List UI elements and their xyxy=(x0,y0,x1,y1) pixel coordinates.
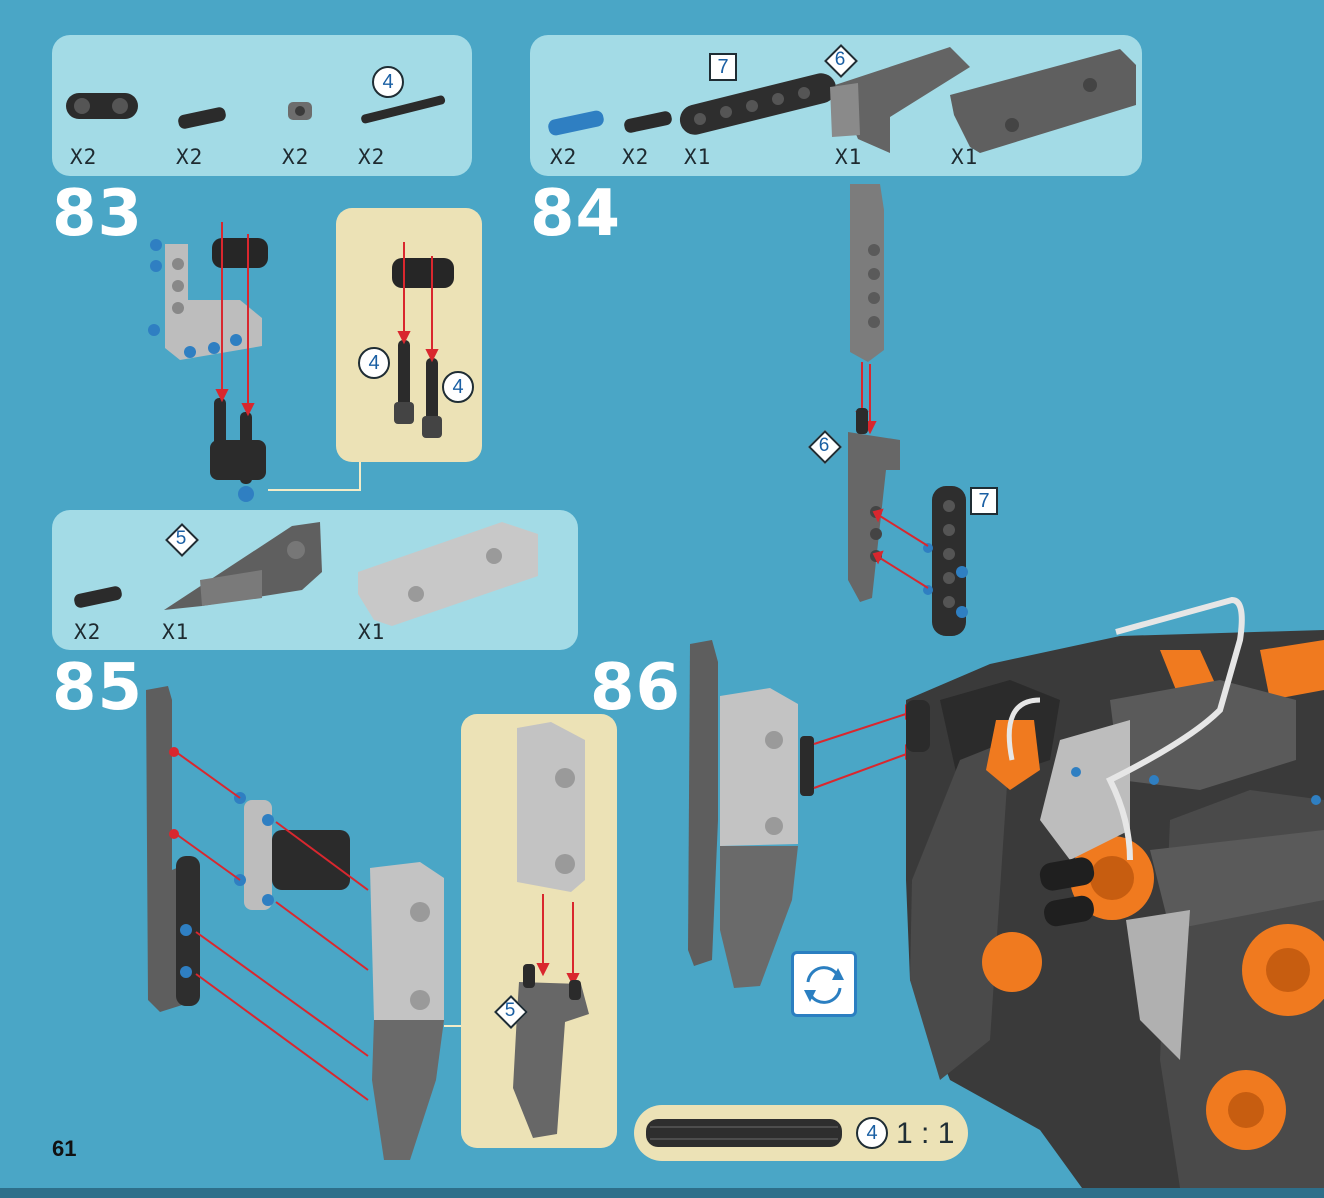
bottom-edge xyxy=(0,1188,1324,1198)
robot-model-body xyxy=(906,600,1324,1188)
axle-length-badge: 4 xyxy=(856,1117,888,1149)
rotate-model-icon xyxy=(791,951,857,1017)
scale-ratio: 1 : 1 xyxy=(896,1117,954,1151)
page-number: 61 xyxy=(52,1136,76,1162)
